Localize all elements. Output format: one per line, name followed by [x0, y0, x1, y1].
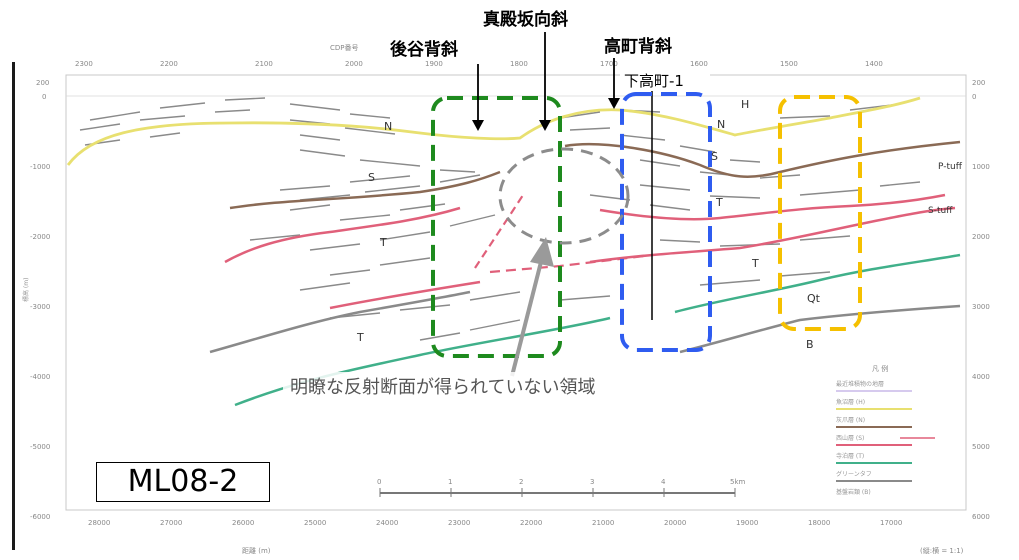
distance-tick: 24000 — [376, 519, 398, 527]
cdp-tick: 2100 — [255, 60, 273, 68]
unit-label: T — [715, 196, 723, 209]
unit-label: B — [806, 338, 814, 351]
distance-tick: 28000 — [88, 519, 110, 527]
horizon-brown — [229, 140, 961, 210]
distance-tick: 20000 — [664, 519, 686, 527]
cdp-tick: 1900 — [425, 60, 443, 68]
unit-label: S — [368, 171, 375, 184]
unit-label: H — [741, 98, 749, 111]
horizon-pink-2 — [329, 206, 956, 310]
cdp-tick: 1600 — [690, 60, 708, 68]
horizon-gray — [209, 290, 961, 354]
ushirodani-box — [431, 96, 562, 358]
right-box — [778, 95, 862, 331]
left-tick: -4000 — [30, 373, 50, 381]
scale-tick: 2 — [519, 478, 523, 486]
left-tick: -6000 — [30, 513, 50, 521]
left-tick: -2000 — [30, 233, 50, 241]
unit-label: T — [751, 257, 759, 270]
right-tick: 0 — [972, 93, 976, 101]
cdp-tick: 1700 — [600, 60, 618, 68]
cdp-tick: 2300 — [75, 60, 93, 68]
left-tick: -5000 — [30, 443, 50, 451]
plot-frame — [65, 74, 967, 511]
bottom-axis: 28000 27000 26000 25000 24000 23000 2200… — [88, 519, 964, 555]
scale-tick: 3 — [590, 478, 594, 486]
scale-bar: 0 1 2 3 4 5km — [377, 478, 746, 497]
left-tick: -3000 — [30, 303, 50, 311]
left-axis: 200 0 -1000 -2000 -3000 -4000 -5000 -600… — [22, 79, 50, 521]
legend-header: 凡 例 — [872, 364, 888, 373]
right-tick: 4000 — [972, 373, 990, 381]
right-tick: 6000 — [972, 513, 990, 521]
cdp-tick: 1500 — [780, 60, 798, 68]
distance-tick: 23000 — [448, 519, 470, 527]
legend-item: 寺泊層 (T) — [836, 452, 864, 460]
scale-tick: 1 — [448, 478, 452, 486]
left-tick: 0 — [42, 93, 46, 101]
legend-item: グリーンタフ — [836, 470, 872, 478]
right-tick: 1000 — [972, 163, 990, 171]
no-reflection-circle — [498, 147, 630, 245]
tuff-label: P-tuff — [938, 162, 963, 172]
left-edge-bar — [12, 62, 15, 550]
legend-item: 魚沼層 (H) — [836, 398, 865, 406]
unit-label: T — [356, 331, 364, 344]
annotation-arrows — [472, 32, 620, 377]
scale-tick: 4 — [661, 478, 666, 486]
cdp-tick: 1800 — [510, 60, 528, 68]
left-tick: -1000 — [30, 163, 50, 171]
horizon-yellow — [66, 96, 921, 166]
well-label-background — [620, 70, 710, 90]
right-tick: 3000 — [972, 303, 990, 311]
legend-item: 西山層 (S) — [836, 434, 864, 442]
legend: 凡 例 最近堆積物の地層 魚沼層 (H) 灰爪層 (N) 西山層 (S) 寺泊層… — [836, 364, 935, 496]
distance-tick: 17000 — [880, 519, 902, 527]
shindonosaka-syncline-label: 真殿坂向斜 — [483, 9, 568, 30]
y-axis-label: 標高 (m) — [22, 278, 30, 302]
ushirodani-anticline-label: 後谷背斜 — [390, 39, 458, 60]
cdp-tick: 1400 — [865, 60, 883, 68]
tuff-label: S-tuff — [928, 206, 953, 216]
distance-tick: 26000 — [232, 519, 254, 527]
unit-label: S — [711, 150, 718, 163]
x-axis-label: 距離 (m) — [242, 546, 271, 555]
fault-trace — [474, 191, 526, 269]
unit-label: T — [379, 236, 387, 249]
well-label: 下高町-1 — [624, 72, 684, 90]
reflector-dashes — [79, 97, 921, 341]
cdp-tick: 2200 — [160, 60, 178, 68]
no-reflection-note: 明瞭な反射断面が得られていない領域 — [290, 377, 595, 398]
legend-item: 基盤岩類 (B) — [836, 488, 871, 496]
distance-tick: 18000 — [808, 519, 830, 527]
unit-label: N — [384, 120, 392, 133]
takamachi-box — [620, 92, 712, 352]
top-axis: CDP番号 2300 2200 2100 2000 1900 1800 1700… — [75, 44, 883, 68]
right-axis: 200 0 1000 2000 3000 4000 5000 6000 — [972, 79, 990, 521]
left-tick: 200 — [36, 79, 49, 87]
horizon-pink-dashed — [489, 254, 646, 274]
unit-labels: H N N S S T T T T Qt B P-tuff S-tuff — [356, 98, 963, 351]
distance-tick: 25000 — [304, 519, 326, 527]
legend-item: 最近堆積物の地層 — [836, 380, 884, 388]
cdp-tick: 2000 — [345, 60, 363, 68]
distance-tick: 21000 — [592, 519, 614, 527]
legend-item: 灰爪層 (N) — [836, 416, 865, 424]
note-background — [283, 372, 745, 400]
takamachi-anticline-label: 高町背斜 — [604, 36, 672, 57]
unit-label: Qt — [807, 292, 821, 305]
section-title: ML08-2 — [96, 462, 270, 502]
scale-ratio: (縦:横 = 1:1) — [920, 546, 964, 555]
scale-tick: 5km — [730, 478, 746, 486]
distance-tick: 22000 — [520, 519, 542, 527]
cdp-label: CDP番号 — [330, 44, 359, 52]
distance-tick: 27000 — [160, 519, 182, 527]
scale-tick: 0 — [377, 478, 381, 486]
distance-tick: 19000 — [736, 519, 758, 527]
unit-label: N — [717, 118, 725, 131]
right-tick: 5000 — [972, 443, 990, 451]
right-tick: 2000 — [972, 233, 990, 241]
right-tick: 200 — [972, 79, 985, 87]
